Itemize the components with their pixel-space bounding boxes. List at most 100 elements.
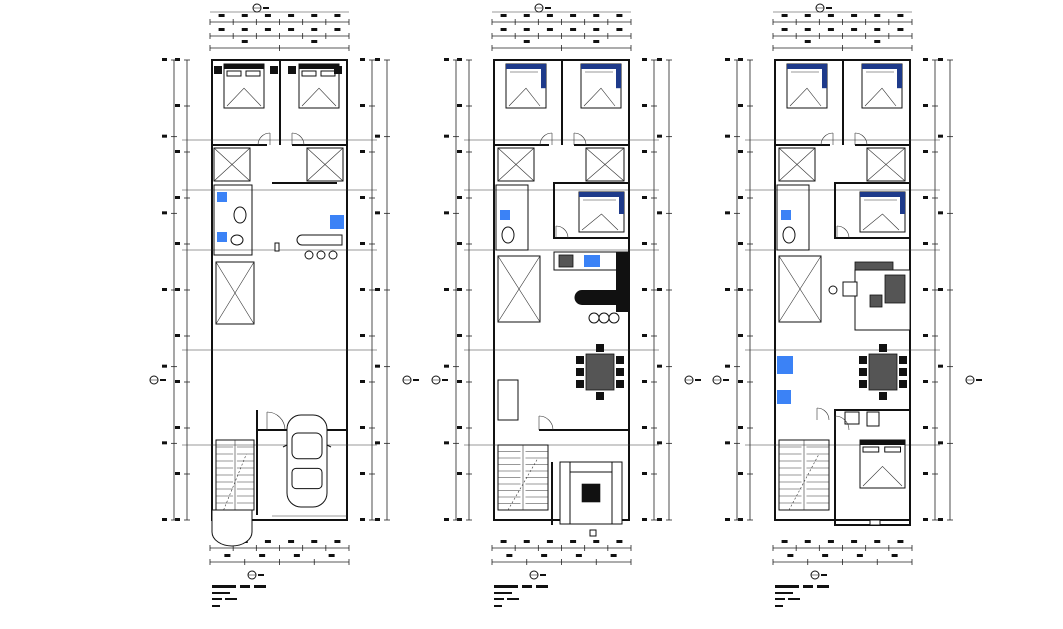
right-dimension-1 (642, 58, 657, 521)
bed-icon (505, 63, 547, 109)
right-dimension-2 (657, 58, 672, 521)
door-swing-icon (573, 132, 587, 146)
shaft-right (585, 147, 625, 182)
kitchen-icon (553, 251, 630, 324)
stool-icon (304, 250, 314, 260)
armchair-icon (497, 379, 519, 421)
right-axis-marker (965, 375, 982, 385)
stair-icon (778, 439, 830, 511)
sink-icon (777, 390, 791, 404)
stair-icon (497, 444, 549, 511)
top-dimension-1 (491, 14, 632, 25)
right-dimension-2 (375, 58, 390, 521)
top-dimension-2 (491, 28, 632, 39)
door-swing-icon (538, 415, 554, 431)
car-icon (282, 414, 332, 508)
right-axis-marker (684, 375, 701, 385)
shaft-left (497, 147, 535, 182)
bed-icon (786, 63, 828, 109)
left-dimension-2 (725, 58, 740, 521)
plan-ground-floor (149, 3, 419, 607)
door-swing-icon (539, 132, 553, 146)
top-dimension-1 (772, 14, 913, 25)
right-dimension-1 (923, 58, 938, 521)
bathroom (213, 184, 253, 256)
bottom-dimension-2 (209, 554, 350, 565)
door-swing-icon (820, 132, 834, 146)
stool-icon (608, 312, 620, 324)
door-swing-icon (555, 225, 569, 239)
shaft-right (866, 147, 906, 182)
door-swing-icon (266, 411, 286, 431)
left-axis-marker (712, 375, 729, 385)
door-swing-icon (834, 415, 850, 431)
stool-icon (588, 312, 600, 324)
right-axis-marker (402, 375, 419, 385)
shaft-right (306, 147, 344, 182)
kitchen-counter (296, 234, 343, 246)
stool-icon (316, 250, 326, 260)
left-axis-marker (431, 375, 448, 385)
top-dimension-2 (209, 28, 350, 39)
right-dimension-2 (938, 58, 953, 521)
right-dimension-1 (360, 58, 375, 521)
dining-table-icon (576, 344, 624, 400)
washer-icon (777, 356, 793, 374)
bottom-axis-marker (529, 570, 546, 580)
left-dimension-1 (738, 58, 753, 521)
top-dimension-3 (491, 40, 632, 51)
top-dimension-2 (772, 28, 913, 39)
left-axis-marker (149, 375, 166, 385)
bottom-axis-marker (810, 570, 827, 580)
stool-icon (598, 312, 610, 324)
left-dimension-1 (457, 58, 472, 521)
bed-icon (861, 63, 903, 109)
stove-icon (330, 215, 344, 229)
shaft-lower-left (778, 255, 822, 323)
left-dimension-1 (175, 58, 190, 521)
left-dimension-2 (444, 58, 459, 521)
toilet-icon (233, 206, 247, 224)
bottom-dimension-1 (491, 540, 632, 551)
top-axis-marker (534, 3, 551, 13)
shaft-lower-left (497, 255, 541, 323)
bed-icon (859, 439, 906, 489)
sink-icon (230, 234, 244, 246)
bottom-axis-marker (247, 570, 264, 580)
door-swing-icon (854, 132, 868, 146)
door-swing-icon (836, 225, 850, 239)
bed-icon (580, 63, 622, 109)
sofa-icon (828, 261, 911, 331)
stair-icon (215, 439, 255, 511)
bed-icon (223, 63, 265, 109)
bed-icon (298, 63, 340, 109)
bed-icon (859, 191, 906, 233)
plan-title-block (494, 585, 548, 607)
left-dimension-2 (162, 58, 177, 521)
bottom-dimension-2 (772, 554, 913, 565)
shaft-lower-left (215, 261, 255, 325)
porch-curve (211, 509, 253, 547)
top-dimension-3 (209, 40, 350, 51)
top-axis-marker (252, 3, 269, 13)
shaft-left (778, 147, 816, 182)
bed-icon (578, 191, 625, 233)
toilet-icon (501, 226, 515, 244)
door-swing-icon (291, 132, 305, 146)
top-axis-marker (815, 3, 832, 13)
plan-title-block (775, 585, 829, 607)
door-swing-icon (816, 407, 830, 421)
bottom-dimension-2 (491, 554, 632, 565)
dining-table-icon (859, 344, 907, 400)
bottom-dimension-1 (772, 540, 913, 551)
shaft-left (213, 147, 251, 182)
door-swing-icon (257, 132, 271, 146)
plan-second-floor (712, 3, 982, 607)
stool-icon (328, 250, 338, 260)
toilet-icon (782, 226, 796, 244)
sofa-icon (559, 461, 623, 525)
top-dimension-3 (772, 40, 913, 51)
plan-title-block (212, 585, 266, 607)
